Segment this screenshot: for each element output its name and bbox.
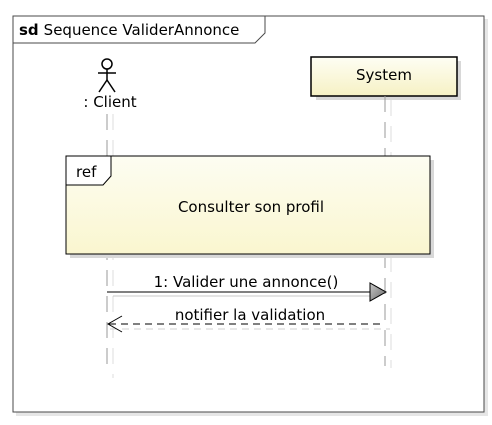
frame-title: sd Sequence ValiderAnnonce xyxy=(19,21,239,39)
message-notifier-validation: notifier la validation xyxy=(106,306,390,333)
ref-box xyxy=(65,155,431,255)
system-lifeline-head: System xyxy=(310,56,461,100)
filled-arrowhead-icon xyxy=(369,282,388,302)
ref-operator: ref xyxy=(76,163,97,181)
ref-fragment: ref Consulter son profil xyxy=(65,155,434,258)
stick-figure-icon xyxy=(98,58,116,93)
open-arrowhead-icon xyxy=(106,315,123,333)
system-box xyxy=(310,56,458,97)
frame-name: Sequence ValiderAnnonce xyxy=(44,21,240,39)
frame-keyword: sd xyxy=(19,21,39,39)
actor-label: : Client xyxy=(83,93,136,111)
frame-title-tab xyxy=(12,15,266,44)
system-label: System xyxy=(356,66,412,84)
message-1-label: 1: Valider une annonce() xyxy=(154,273,339,291)
ref-operator-tab xyxy=(65,155,112,186)
message-2-label: notifier la validation xyxy=(175,306,325,324)
actor-client: : Client xyxy=(83,58,137,111)
message-valider-annonce: 1: Valider une annonce() xyxy=(107,273,388,302)
ref-label: Consulter son profil xyxy=(178,198,324,216)
